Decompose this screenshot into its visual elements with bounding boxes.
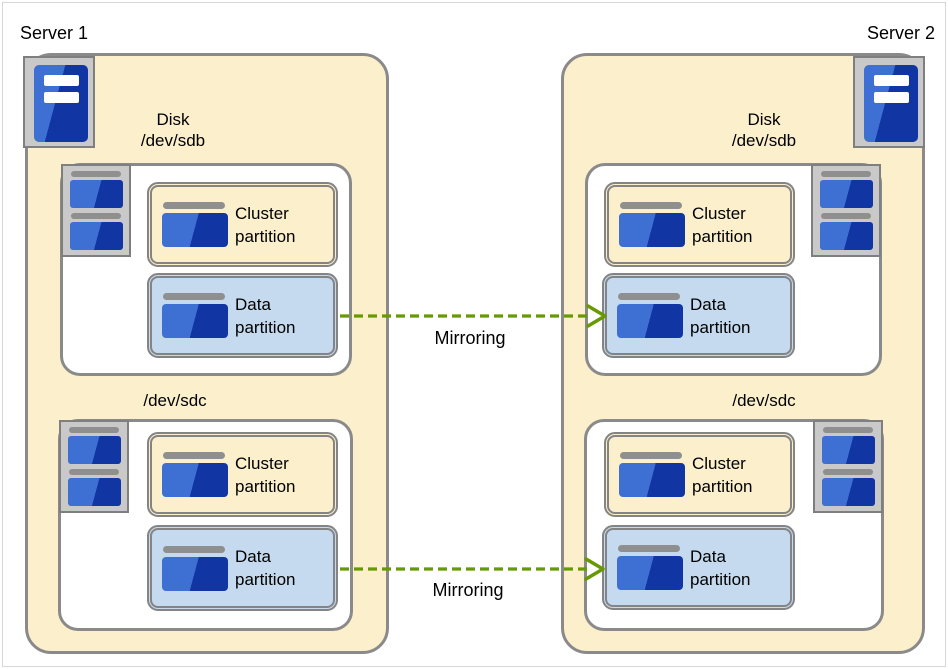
mirroring-label: Mirroring xyxy=(434,328,506,348)
disk-sdb-label-server-2: Disk /dev/sdb xyxy=(684,109,844,151)
data-partition-box: Data partition xyxy=(147,525,338,611)
partition-bar xyxy=(821,171,871,177)
disk-sdc-label-server-1: /dev/sdc xyxy=(95,390,255,411)
server-tower-front xyxy=(34,65,88,142)
partition-bar xyxy=(163,545,225,553)
data-partition-box: Data partition xyxy=(147,273,338,358)
cluster-partition-label: Cluster partition xyxy=(692,203,753,246)
partition-icon xyxy=(162,452,228,497)
partition-bar xyxy=(823,427,873,433)
partition-bar xyxy=(821,213,871,219)
data-partition-label: Data partition xyxy=(690,546,751,589)
partition-block xyxy=(162,556,228,591)
data-partition-label: Data partition xyxy=(235,547,296,589)
disk-device-name: /dev/sdb xyxy=(140,131,206,150)
server-tower-icon xyxy=(23,56,95,148)
disk-device-name: /dev/sdc xyxy=(732,391,796,410)
cluster-partition-box: Cluster partition xyxy=(147,432,338,517)
partition-bar xyxy=(69,469,119,475)
data-partition-label: Data partition xyxy=(690,294,751,337)
partition-bar xyxy=(618,293,680,300)
disk-device-name: /dev/sdc xyxy=(143,391,207,410)
partition-icon xyxy=(617,545,683,590)
partition-bar xyxy=(163,452,225,459)
partition-icon xyxy=(162,202,228,247)
partition-block xyxy=(619,213,685,247)
mirroring-label: Mirroring xyxy=(432,580,504,600)
partition-icon xyxy=(162,293,228,338)
cluster-partition-box: Cluster partition xyxy=(604,182,795,267)
partition-icon xyxy=(617,293,683,338)
partition-block xyxy=(821,436,875,464)
partition-block xyxy=(67,478,121,506)
partition-bar xyxy=(618,545,680,552)
partition-bar xyxy=(71,213,121,219)
server-slot-bar xyxy=(874,75,909,86)
partition-bar xyxy=(620,202,682,209)
disk-icon xyxy=(61,164,131,257)
partition-bar xyxy=(620,452,682,459)
disk-sdb-label-server-1: Disk /dev/sdb xyxy=(93,109,253,151)
partition-block xyxy=(819,180,873,208)
partition-block xyxy=(821,478,875,506)
server-tower-front xyxy=(864,65,918,142)
disk-icon xyxy=(813,420,883,513)
cluster-partition-label: Cluster partition xyxy=(235,203,296,246)
cluster-partition-label: Cluster partition xyxy=(692,453,753,496)
partition-block xyxy=(162,463,228,497)
server-tower-icon xyxy=(853,56,925,148)
server-2-label: Server 2 xyxy=(866,23,935,43)
partition-block xyxy=(69,180,123,208)
partition-bar xyxy=(163,202,225,209)
data-partition-label: Data partition xyxy=(235,294,296,337)
server-slot-bar xyxy=(44,92,79,103)
partition-block xyxy=(617,304,683,338)
partition-icon xyxy=(162,545,228,591)
partition-block xyxy=(67,436,121,464)
partition-block xyxy=(69,222,123,250)
partition-bar xyxy=(69,427,119,433)
server-1-label: Server 1 xyxy=(20,23,89,43)
disk-label-word: Disk xyxy=(747,110,781,129)
partition-block xyxy=(617,556,683,590)
partition-icon xyxy=(619,202,685,247)
cluster-partition-label: Cluster partition xyxy=(235,453,296,496)
partition-block xyxy=(619,463,685,497)
disk-icon xyxy=(59,420,129,513)
disk-icon xyxy=(811,164,881,257)
partition-bar xyxy=(71,171,121,177)
cluster-partition-box: Cluster partition xyxy=(604,432,795,517)
partition-block xyxy=(819,222,873,250)
data-partition-box: Data partition xyxy=(602,525,795,610)
server-slot-bar xyxy=(44,75,79,86)
partition-block xyxy=(162,304,228,338)
disk-sdc-label-server-2: /dev/sdc xyxy=(684,390,844,411)
cluster-partition-box: Cluster partition xyxy=(147,182,338,267)
disk-label-word: Disk xyxy=(156,110,190,129)
partition-icon xyxy=(619,452,685,497)
data-partition-box: Data partition xyxy=(602,273,795,358)
disk-device-name: /dev/sdb xyxy=(731,131,797,150)
partition-bar xyxy=(823,469,873,475)
partition-bar xyxy=(163,293,225,300)
partition-block xyxy=(162,213,228,247)
server-slot-bar xyxy=(874,92,909,103)
